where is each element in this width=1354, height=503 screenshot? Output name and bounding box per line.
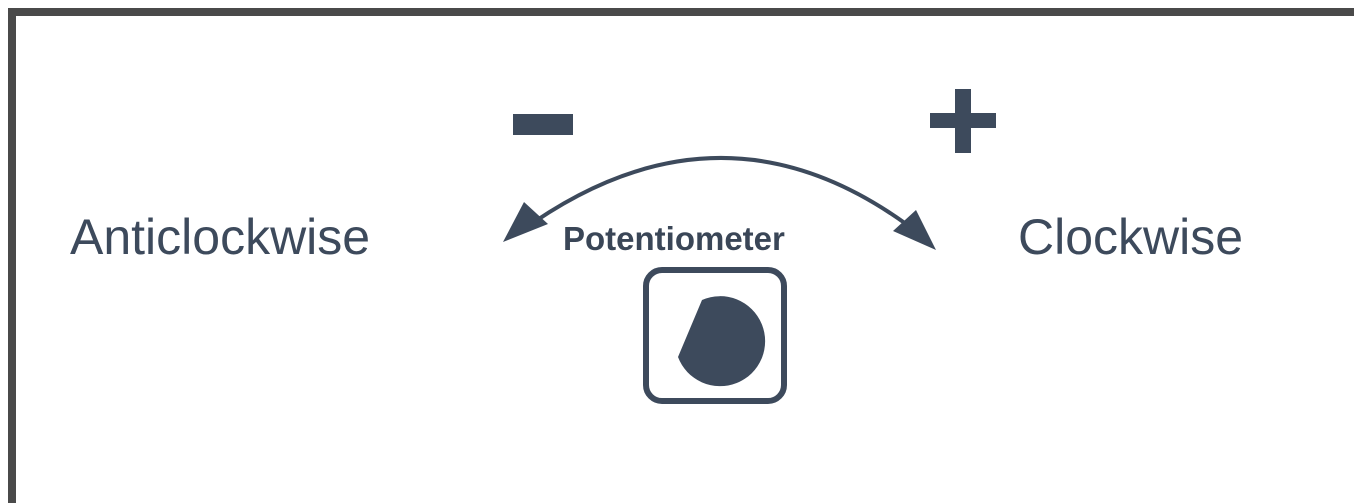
anticlockwise-label: Anticlockwise (70, 209, 371, 265)
diagram-frame (8, 8, 1354, 503)
potentiometer-knob-icon (643, 267, 787, 404)
potentiometer-label: Potentiometer (563, 220, 785, 257)
clockwise-label: Clockwise (1018, 209, 1244, 265)
curved-arrow (503, 156, 936, 250)
arrowhead-right-icon (893, 210, 936, 250)
arrowhead-left-icon (503, 202, 548, 242)
plus-icon (930, 89, 996, 153)
minus-icon (513, 114, 573, 135)
